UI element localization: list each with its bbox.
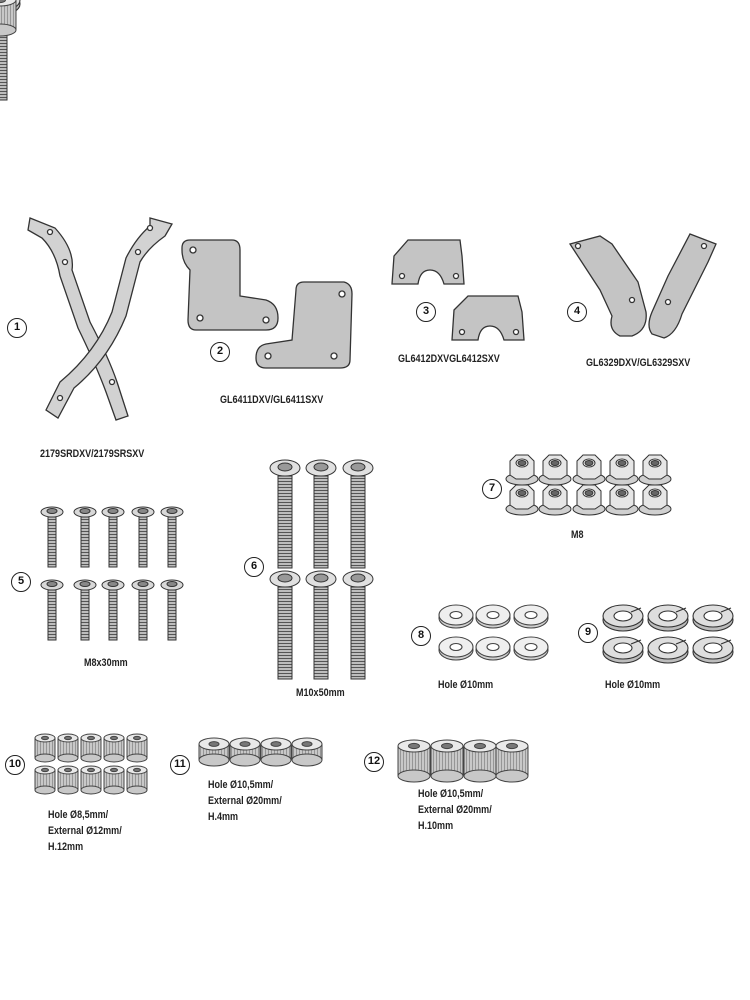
callout-7: 7	[482, 479, 502, 499]
label-part-6: M10x50mm	[296, 687, 345, 699]
callout-4: 4	[567, 302, 587, 322]
callout-10: 10	[5, 755, 25, 775]
part-7-nuts	[0, 0, 672, 516]
label-part-7: M8	[571, 529, 584, 541]
label-part-5: M8x30mm	[84, 657, 128, 669]
label-part-10-line-1: Hole Ø8,5mm/	[48, 809, 109, 821]
callout-11: 11	[170, 755, 190, 775]
label-part-10-line-3: H.12mm	[48, 841, 84, 853]
callout-6: 6	[244, 557, 264, 577]
label-part-2: GL6411DXV/GL6411SXV	[220, 394, 324, 406]
label-part-12-line-1: Hole Ø10,5mm/	[418, 788, 484, 800]
callout-8: 8	[411, 626, 431, 646]
label-part-12-line-3: H.10mm	[418, 820, 454, 832]
callout-9: 9	[578, 623, 598, 643]
part-10-spacers	[0, 0, 148, 795]
part-1-rails	[27, 217, 173, 421]
callout-3: 3	[416, 302, 436, 322]
callout-1: 1	[7, 318, 27, 338]
label-part-11-line-1: Hole Ø10,5mm/	[208, 779, 274, 791]
label-part-3: GL6412DXVGL6412SXV	[398, 353, 500, 365]
part-4-brackets	[568, 233, 717, 339]
label-part-11-line-2: External Ø20mm/	[208, 795, 282, 807]
callout-12: 12	[364, 752, 384, 772]
callout-2: 2	[210, 342, 230, 362]
label-part-10-line-2: External Ø12mm/	[48, 825, 122, 837]
label-part-1: 2179SRDXV/2179SRSXV	[40, 448, 145, 460]
part-11-spacers	[0, 0, 323, 767]
label-part-12-line-2: External Ø20mm/	[418, 804, 492, 816]
label-part-8: Hole Ø10mm	[438, 679, 494, 691]
label-part-11-line-3: H.4mm	[208, 811, 239, 823]
part-12-spacers	[0, 0, 529, 783]
part-2-brackets	[181, 239, 353, 369]
label-part-9: Hole Ø10mm	[605, 679, 661, 691]
part-3-plates	[391, 239, 525, 341]
callout-5: 5	[11, 572, 31, 592]
label-part-4: GL6329DXV/GL6329SXV	[586, 357, 691, 369]
part-5-bolts	[0, 0, 184, 641]
